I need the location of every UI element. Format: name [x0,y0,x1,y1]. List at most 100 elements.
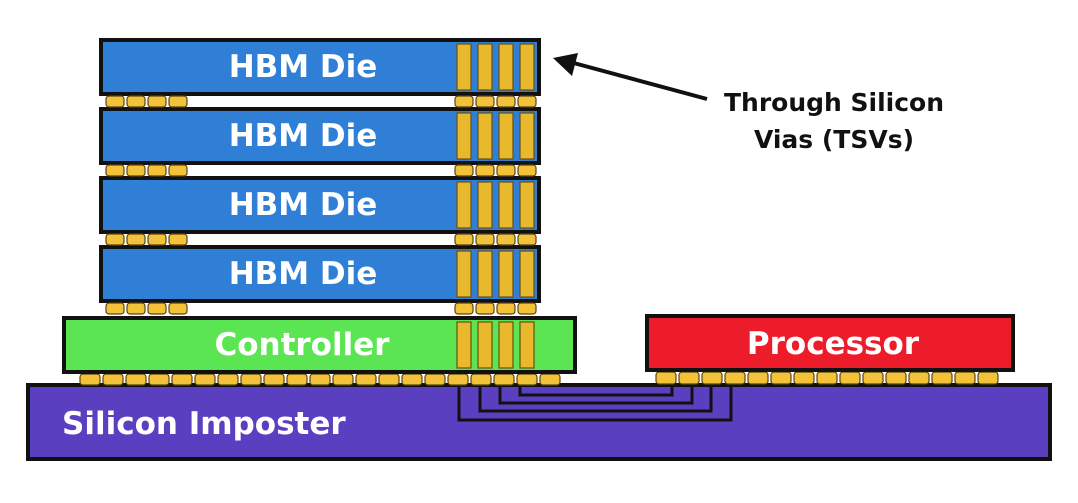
solder-bump [517,233,537,246]
solder-bump [931,371,953,385]
solder-bump [147,164,167,177]
tsv-pillar [456,112,472,160]
solder-bump [105,302,125,315]
solder-bump [355,373,377,386]
solder-bump [517,302,537,315]
solder-bump [194,373,216,386]
solder-bump [496,95,516,108]
solder-bump [126,164,146,177]
solder-bump [168,233,188,246]
solder-bump [147,95,167,108]
solder-bump [470,373,492,386]
controller-die: Controller [62,316,577,374]
solder-bump [454,233,474,246]
tsv-pillar [498,250,514,298]
solder-bump [747,371,769,385]
controller-label: Controller [214,327,390,363]
tsv-pillar [498,112,514,160]
tsv-annotation-line1: Through Silicon [724,88,944,117]
tsv-pillar [456,250,472,298]
hbm-die-label: HBM Die [229,118,378,154]
hbm-die-label: HBM Die [229,256,378,292]
solder-bump [401,373,423,386]
solder-bump [724,371,746,385]
solder-bump [309,373,331,386]
solder-bump [105,233,125,246]
interposer-label: Silicon Imposter [62,406,346,442]
processor-body [645,314,1015,372]
solder-bump [908,371,930,385]
solder-bump [793,371,815,385]
solder-bump [168,164,188,177]
tsv-pillar [519,43,535,91]
tsv-pillar [477,181,493,229]
solder-bump [168,95,188,108]
tsv-pillar [456,43,472,91]
solder-bump [126,95,146,108]
solder-bump [496,164,516,177]
solder-bump [885,371,907,385]
tsv-pillar [477,321,493,369]
solder-bump [126,302,146,315]
tsv-annotation-arrow [553,53,708,101]
tsv-pillar [456,181,472,229]
solder-bump [147,302,167,315]
solder-bump [517,95,537,108]
tsv-pillar [477,250,493,298]
solder-bump [678,371,700,385]
hbm-die-2: HBM Die [99,107,541,165]
tsv-pillar [519,181,535,229]
silicon-interposer: Silicon Imposter [26,383,1052,461]
solder-bump [168,302,188,315]
tsv-pillar [477,43,493,91]
tsv-pillar [498,321,514,369]
solder-bump [424,373,446,386]
solder-bump [496,302,516,315]
tsv-annotation-line2: Vias (TSVs) [754,125,914,154]
solder-bump [171,373,193,386]
solder-bump [332,373,354,386]
interposer-body [26,383,1052,461]
processor-label: Processor [747,326,920,362]
tsv-pillar [519,321,535,369]
solder-bump [105,95,125,108]
hbm-die-label: HBM Die [229,49,378,85]
solder-bump [79,373,101,386]
tsv-pillar [519,250,535,298]
solder-bump [517,164,537,177]
solder-bump [816,371,838,385]
solder-bump [475,95,495,108]
die-stack-microbumps [105,95,537,315]
solder-bump [126,233,146,246]
solder-bump [701,371,723,385]
solder-bump [475,164,495,177]
controller-interposer-bumps [79,373,561,386]
solder-bump [862,371,884,385]
solder-bump [516,373,538,386]
solder-bump [105,164,125,177]
tsv-pillar [498,181,514,229]
solder-bump [378,373,400,386]
solder-bump [496,233,516,246]
solder-bump [475,302,495,315]
solder-bump [454,302,474,315]
solder-bump [655,371,677,385]
hbm-die-1: HBM Die [99,38,541,96]
through-silicon-vias [456,43,535,369]
solder-bump [263,373,285,386]
hbm-die-4: HBM Die [99,245,541,303]
solder-bump [839,371,861,385]
solder-bump [447,373,469,386]
tsv-pillar [498,43,514,91]
solder-bump [125,373,147,386]
solder-bump [454,95,474,108]
solder-bump [475,233,495,246]
solder-bump [147,233,167,246]
processor-interposer-bumps [655,371,999,385]
solder-bump [102,373,124,386]
tsv-pillar [456,321,472,369]
solder-bump [954,371,976,385]
solder-bump [217,373,239,386]
hbm-die-3: HBM Die [99,176,541,234]
